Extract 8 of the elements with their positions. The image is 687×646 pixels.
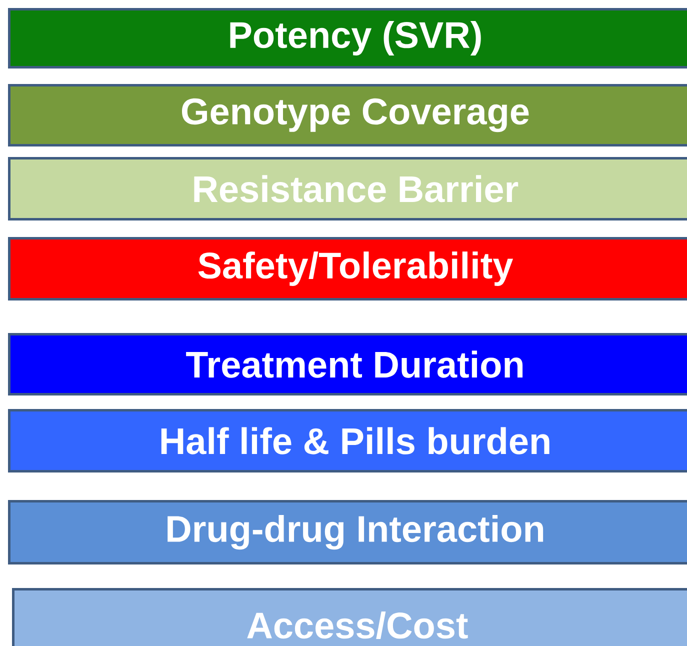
bar: Half life & Pills burden xyxy=(8,409,687,472)
bar: Access/Cost xyxy=(12,588,687,646)
bar: Genotype Coverage xyxy=(8,84,687,146)
bar: Potency (SVR) xyxy=(8,8,687,68)
bar: Drug-drug Interaction xyxy=(8,500,687,564)
bar: Resistance Barrier xyxy=(8,157,687,220)
bar: Treatment Duration xyxy=(8,333,687,396)
bar: Safety/Tolerability xyxy=(8,237,687,300)
